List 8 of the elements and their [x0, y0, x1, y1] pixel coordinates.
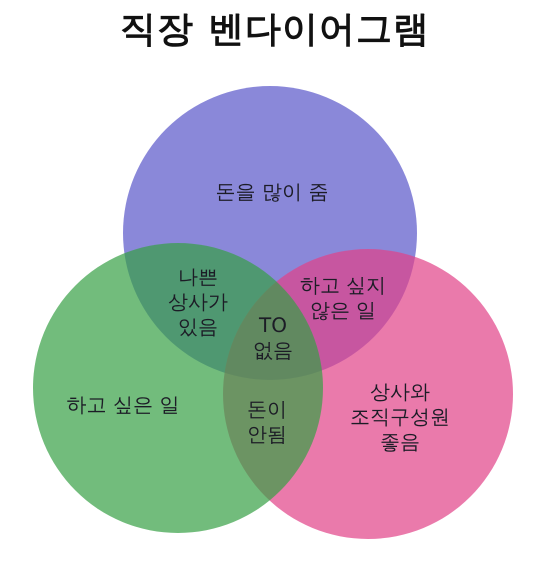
- circle-label: 상사와 조직구성원 좋음: [350, 380, 450, 454]
- overlap-label: 하고 싶지 않은 일: [298, 273, 388, 323]
- circle-label: 하고 싶은 일: [66, 392, 180, 418]
- circle-label: 돈을 많이 줌: [216, 180, 328, 204]
- overlap-label: 돈이 안됨: [247, 397, 287, 447]
- overlap-label: 나쁜 상사가 있음: [168, 264, 228, 340]
- diagram-title: 직장 벤다이어그램: [120, 8, 430, 52]
- overlap-label: TO 없음: [253, 313, 293, 363]
